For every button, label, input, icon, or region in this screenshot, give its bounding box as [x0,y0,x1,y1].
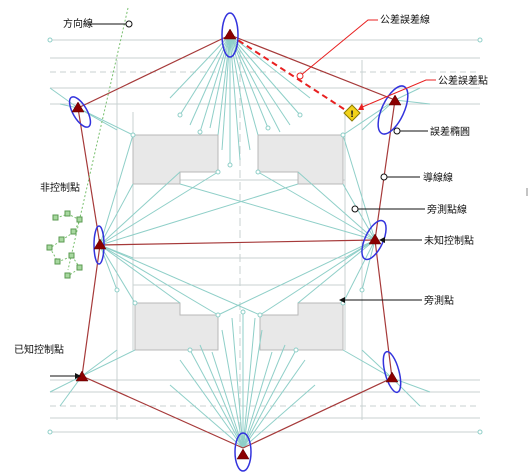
direction-line[interactable] [67,7,129,271]
sideshot-point[interactable] [132,300,138,306]
label-sideshot-line: 旁測點線 [427,203,467,216]
sideshot-point[interactable] [265,125,271,131]
error-ellipses [65,12,414,472]
non-control-point[interactable] [64,272,71,279]
error-ellipse[interactable] [65,94,94,130]
sideshot-point[interactable] [187,347,193,353]
label-known-control: 已知控制點 [14,343,64,356]
fixed-error-line[interactable] [229,34,351,114]
control-point-triangle-icon[interactable] [368,233,382,245]
sideshot-point[interactable] [340,132,346,138]
error-ellipse[interactable] [357,217,391,263]
arrowheads [75,103,385,379]
label-non-control: 非控制點 [40,181,80,194]
sideshot-point[interactable] [47,37,53,43]
error-ellipse[interactable] [372,82,414,138]
callout-leaders [50,19,436,377]
control-point-triangle-icon[interactable] [71,101,85,113]
sideshot-point[interactable] [227,162,233,168]
sideshot-point[interactable] [197,129,203,135]
control-point-triangle-icon[interactable] [93,238,107,250]
sideshot-point[interactable] [114,287,120,293]
non-control-point[interactable] [76,216,83,223]
sideshot-point[interactable] [47,429,53,435]
non-control-point[interactable] [70,228,77,235]
label-direction-line: 方向線 [63,17,93,30]
non-control-point[interactable] [64,210,71,217]
error-ellipse[interactable] [380,350,404,394]
control-point-triangle-icon[interactable] [385,371,399,383]
label-fixed-error-point: 公差誤差點 [438,74,488,87]
traverse-lines [77,34,396,449]
control-point-triangle-icon[interactable] [223,28,237,40]
sideshot-point[interactable] [257,312,263,318]
non-control-points [46,210,83,279]
sideshot-point[interactable] [240,309,246,315]
warning-icon[interactable]: ! [343,104,361,122]
label-fixed-error-line: 公差誤差線 [380,13,430,26]
non-control-point[interactable] [54,258,61,265]
non-control-point[interactable] [58,236,65,243]
sideshot-points [47,37,483,435]
sideshot-point[interactable] [130,132,136,138]
control-point-triangle-icon[interactable] [236,448,250,460]
building-bottom-right [259,302,344,351]
sideshot-point[interactable] [177,112,183,118]
building-bottom-left [134,302,219,351]
non-control-point[interactable] [68,252,75,259]
sideshot-point[interactable] [255,169,261,175]
non-control-point[interactable] [46,244,53,251]
control-point-triangle-icon[interactable] [388,94,402,106]
non-control-point[interactable] [76,264,83,271]
sideshot-point[interactable] [477,429,483,435]
error-ellipse[interactable] [221,12,239,58]
label-unknown-control: 未知控制點 [424,234,474,247]
control-points [71,28,402,460]
building-top-right [257,134,344,185]
sideshot-point[interactable] [477,37,483,43]
sideshot-point[interactable] [297,112,303,118]
label-error-ellipse: 誤差橢圓 [430,125,470,138]
sideshot-point[interactable] [215,169,221,175]
sideshot-point[interactable] [359,287,365,293]
label-traverse-line: 導線線 [423,171,453,184]
error-ellipse[interactable] [93,225,105,265]
label-sideshot-point: 旁測點 [424,294,454,307]
sideshot-point[interactable] [293,347,299,353]
error-ellipse[interactable] [234,432,252,472]
sideshot-point[interactable] [215,312,221,318]
svg-text:!: ! [350,110,354,120]
non-control-point[interactable] [52,214,59,221]
